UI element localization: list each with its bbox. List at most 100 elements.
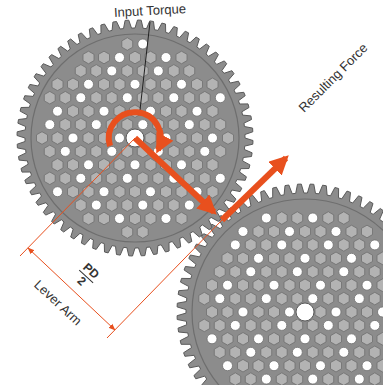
gear-pocket bbox=[269, 252, 280, 265]
gear-pocket bbox=[199, 118, 210, 131]
gear-pocket bbox=[106, 199, 117, 212]
gear-hole bbox=[269, 361, 279, 371]
gear-pocket bbox=[122, 145, 133, 158]
gear-hole bbox=[308, 213, 318, 223]
gear-pocket bbox=[315, 306, 326, 319]
gear-hub bbox=[296, 303, 314, 321]
gear-pocket bbox=[75, 199, 86, 212]
gear-pocket bbox=[362, 252, 373, 265]
gear-pocket bbox=[214, 319, 225, 332]
gear-pocket bbox=[130, 51, 141, 64]
gear-pocket bbox=[284, 279, 295, 292]
gear-hole bbox=[316, 361, 326, 371]
gear-pocket bbox=[323, 373, 334, 385]
gear-pocket bbox=[284, 333, 295, 346]
gear-hole bbox=[223, 361, 233, 371]
gear-pocket bbox=[83, 105, 94, 118]
gear-pocket bbox=[161, 78, 172, 91]
gear-pocket bbox=[269, 333, 280, 346]
gear-pocket bbox=[137, 91, 148, 104]
gear-hole bbox=[285, 227, 295, 237]
gear-pocket bbox=[91, 145, 102, 158]
gear-pocket bbox=[52, 159, 63, 172]
gear-pocket bbox=[145, 132, 156, 145]
gear-pocket bbox=[331, 359, 342, 372]
gear-pocket bbox=[346, 306, 357, 319]
gear-pocket bbox=[161, 105, 172, 118]
gear-hole bbox=[378, 307, 383, 317]
gear-pocket bbox=[145, 159, 156, 172]
gear-pocket bbox=[253, 359, 264, 372]
gear-hole bbox=[269, 280, 279, 290]
gear-hole bbox=[84, 160, 94, 170]
gear-pocket bbox=[122, 199, 133, 212]
gear-pocket bbox=[207, 78, 218, 91]
gear-pocket bbox=[354, 346, 365, 359]
gear-pocket bbox=[362, 225, 373, 238]
gear-hole bbox=[184, 120, 194, 130]
gear-hole bbox=[208, 133, 218, 143]
gear-pocket bbox=[199, 319, 210, 332]
gear-pocket bbox=[300, 225, 311, 238]
gear-hole bbox=[138, 39, 148, 49]
gear-pocket bbox=[153, 172, 164, 185]
gear-pocket bbox=[184, 91, 195, 104]
gear-pocket bbox=[253, 279, 264, 292]
gear-pocket bbox=[245, 239, 256, 252]
gear-pocket bbox=[145, 212, 156, 225]
gear-pocket bbox=[238, 252, 249, 265]
gear-pocket bbox=[122, 118, 133, 131]
gear-pocket bbox=[44, 91, 55, 104]
gear-hole bbox=[300, 334, 310, 344]
gear-pocket bbox=[276, 265, 287, 278]
gear-hole bbox=[146, 187, 156, 197]
gear-pocket bbox=[114, 185, 125, 198]
gear-pocket bbox=[269, 225, 280, 238]
gear-pocket bbox=[230, 265, 241, 278]
leader-line bbox=[140, 22, 150, 110]
gear-hole bbox=[316, 280, 326, 290]
gear-body bbox=[17, 20, 253, 256]
gear-hole bbox=[347, 253, 357, 263]
gear-pocket bbox=[168, 199, 179, 212]
force-arrows bbox=[109, 112, 286, 220]
gear-pocket bbox=[331, 333, 342, 346]
gear-pocket bbox=[68, 185, 79, 198]
gear-hole bbox=[122, 93, 132, 103]
gear-pocket bbox=[52, 132, 63, 145]
annotation-label: Input Torque bbox=[114, 2, 187, 20]
gear-pocket bbox=[68, 78, 79, 91]
gear-hole bbox=[246, 347, 256, 357]
gear-hole bbox=[261, 213, 271, 223]
gear-pocket bbox=[338, 373, 349, 385]
gear-pocket bbox=[184, 65, 195, 78]
gear-hole bbox=[292, 347, 302, 357]
gear-hole bbox=[122, 173, 132, 183]
gear-pocket bbox=[184, 145, 195, 158]
gear-pocket bbox=[276, 292, 287, 305]
gear-pocket bbox=[68, 159, 79, 172]
gear-pocket bbox=[137, 226, 148, 239]
gear-pocket bbox=[253, 225, 264, 238]
gear-pair bbox=[17, 20, 383, 385]
gear-pocket bbox=[60, 118, 71, 131]
gear-pocket bbox=[207, 306, 218, 319]
gear-hole bbox=[215, 294, 225, 304]
gear-pocket bbox=[222, 306, 233, 319]
gear-pocket bbox=[44, 145, 55, 158]
gear bbox=[17, 20, 253, 256]
gear-pocket bbox=[37, 132, 48, 145]
gear-hole bbox=[91, 200, 101, 210]
gear-hole bbox=[192, 106, 202, 116]
gear-pocket bbox=[253, 306, 264, 319]
gear-pocket bbox=[284, 252, 295, 265]
gear-hole bbox=[347, 334, 357, 344]
gear-pocket bbox=[238, 333, 249, 346]
gear-pocket bbox=[192, 132, 203, 145]
lever-arm-dimension bbox=[20, 138, 222, 338]
gear-pocket bbox=[338, 292, 349, 305]
gear-pocket bbox=[307, 346, 318, 359]
gear-pocket bbox=[161, 185, 172, 198]
gear-pocket bbox=[207, 185, 218, 198]
